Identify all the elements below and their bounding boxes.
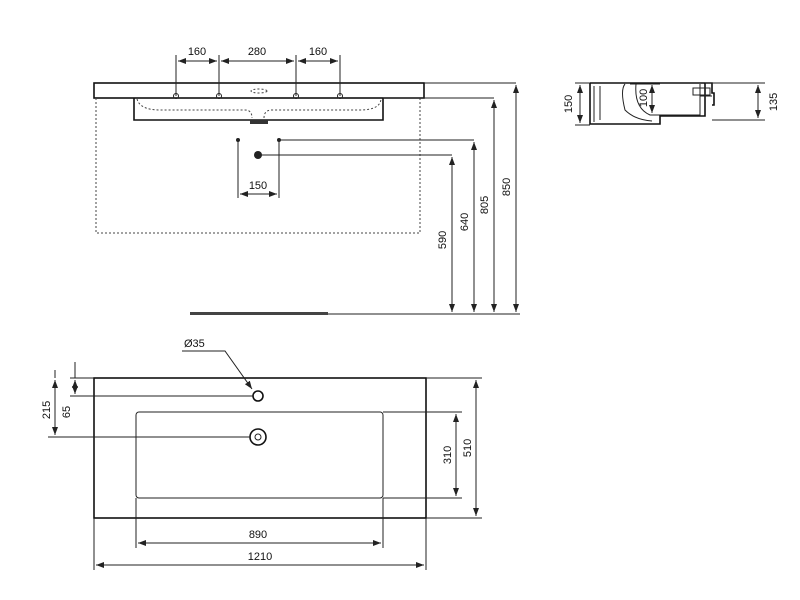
floor-line (190, 312, 328, 315)
overflow (250, 88, 268, 94)
dim-side-rim-height: 135 (768, 93, 780, 111)
front-view: 160 280 160 150 590 640 805 850 (93, 46, 520, 315)
dim-bowl-width: 890 (249, 529, 267, 541)
dim-tap-from-back: 65 (61, 406, 73, 418)
dim-tap-hole-diameter: Ø35 (184, 338, 205, 350)
dim-total-depth: 510 (462, 439, 474, 457)
dim-side-total-height: 150 (563, 95, 575, 113)
dim-tap-spacing-right: 160 (309, 46, 327, 58)
dim-height-top: 850 (501, 178, 513, 196)
side-profile (589, 82, 715, 125)
cabinet-outline (95, 98, 421, 234)
basin-outline (93, 377, 427, 519)
dim-height-supply: 640 (459, 213, 471, 231)
dim-height-basin-bottom: 805 (479, 196, 491, 214)
dim-height-waste: 590 (437, 231, 449, 249)
dim-supply-spacing: 150 (249, 180, 267, 192)
bowl-outline (135, 411, 384, 499)
side-view: 150 100 135 (563, 82, 780, 126)
dim-bowl-depth: 310 (442, 446, 454, 464)
waste-outlet (250, 120, 268, 124)
dim-tap-spacing-middle: 280 (248, 46, 266, 58)
dim-total-width: 1210 (248, 551, 272, 563)
basin-body (133, 98, 384, 121)
basin-hidden-line (136, 98, 382, 119)
drain (249, 428, 267, 446)
dim-side-bowl-depth: 100 (638, 89, 650, 107)
top-view: Ø35 65 215 310 510 890 1210 (41, 338, 482, 570)
tap-hole (252, 390, 264, 402)
dim-waste-from-back: 215 (41, 401, 53, 419)
dim-tap-spacing-left: 160 (188, 46, 206, 58)
countertop-slab (93, 82, 425, 99)
